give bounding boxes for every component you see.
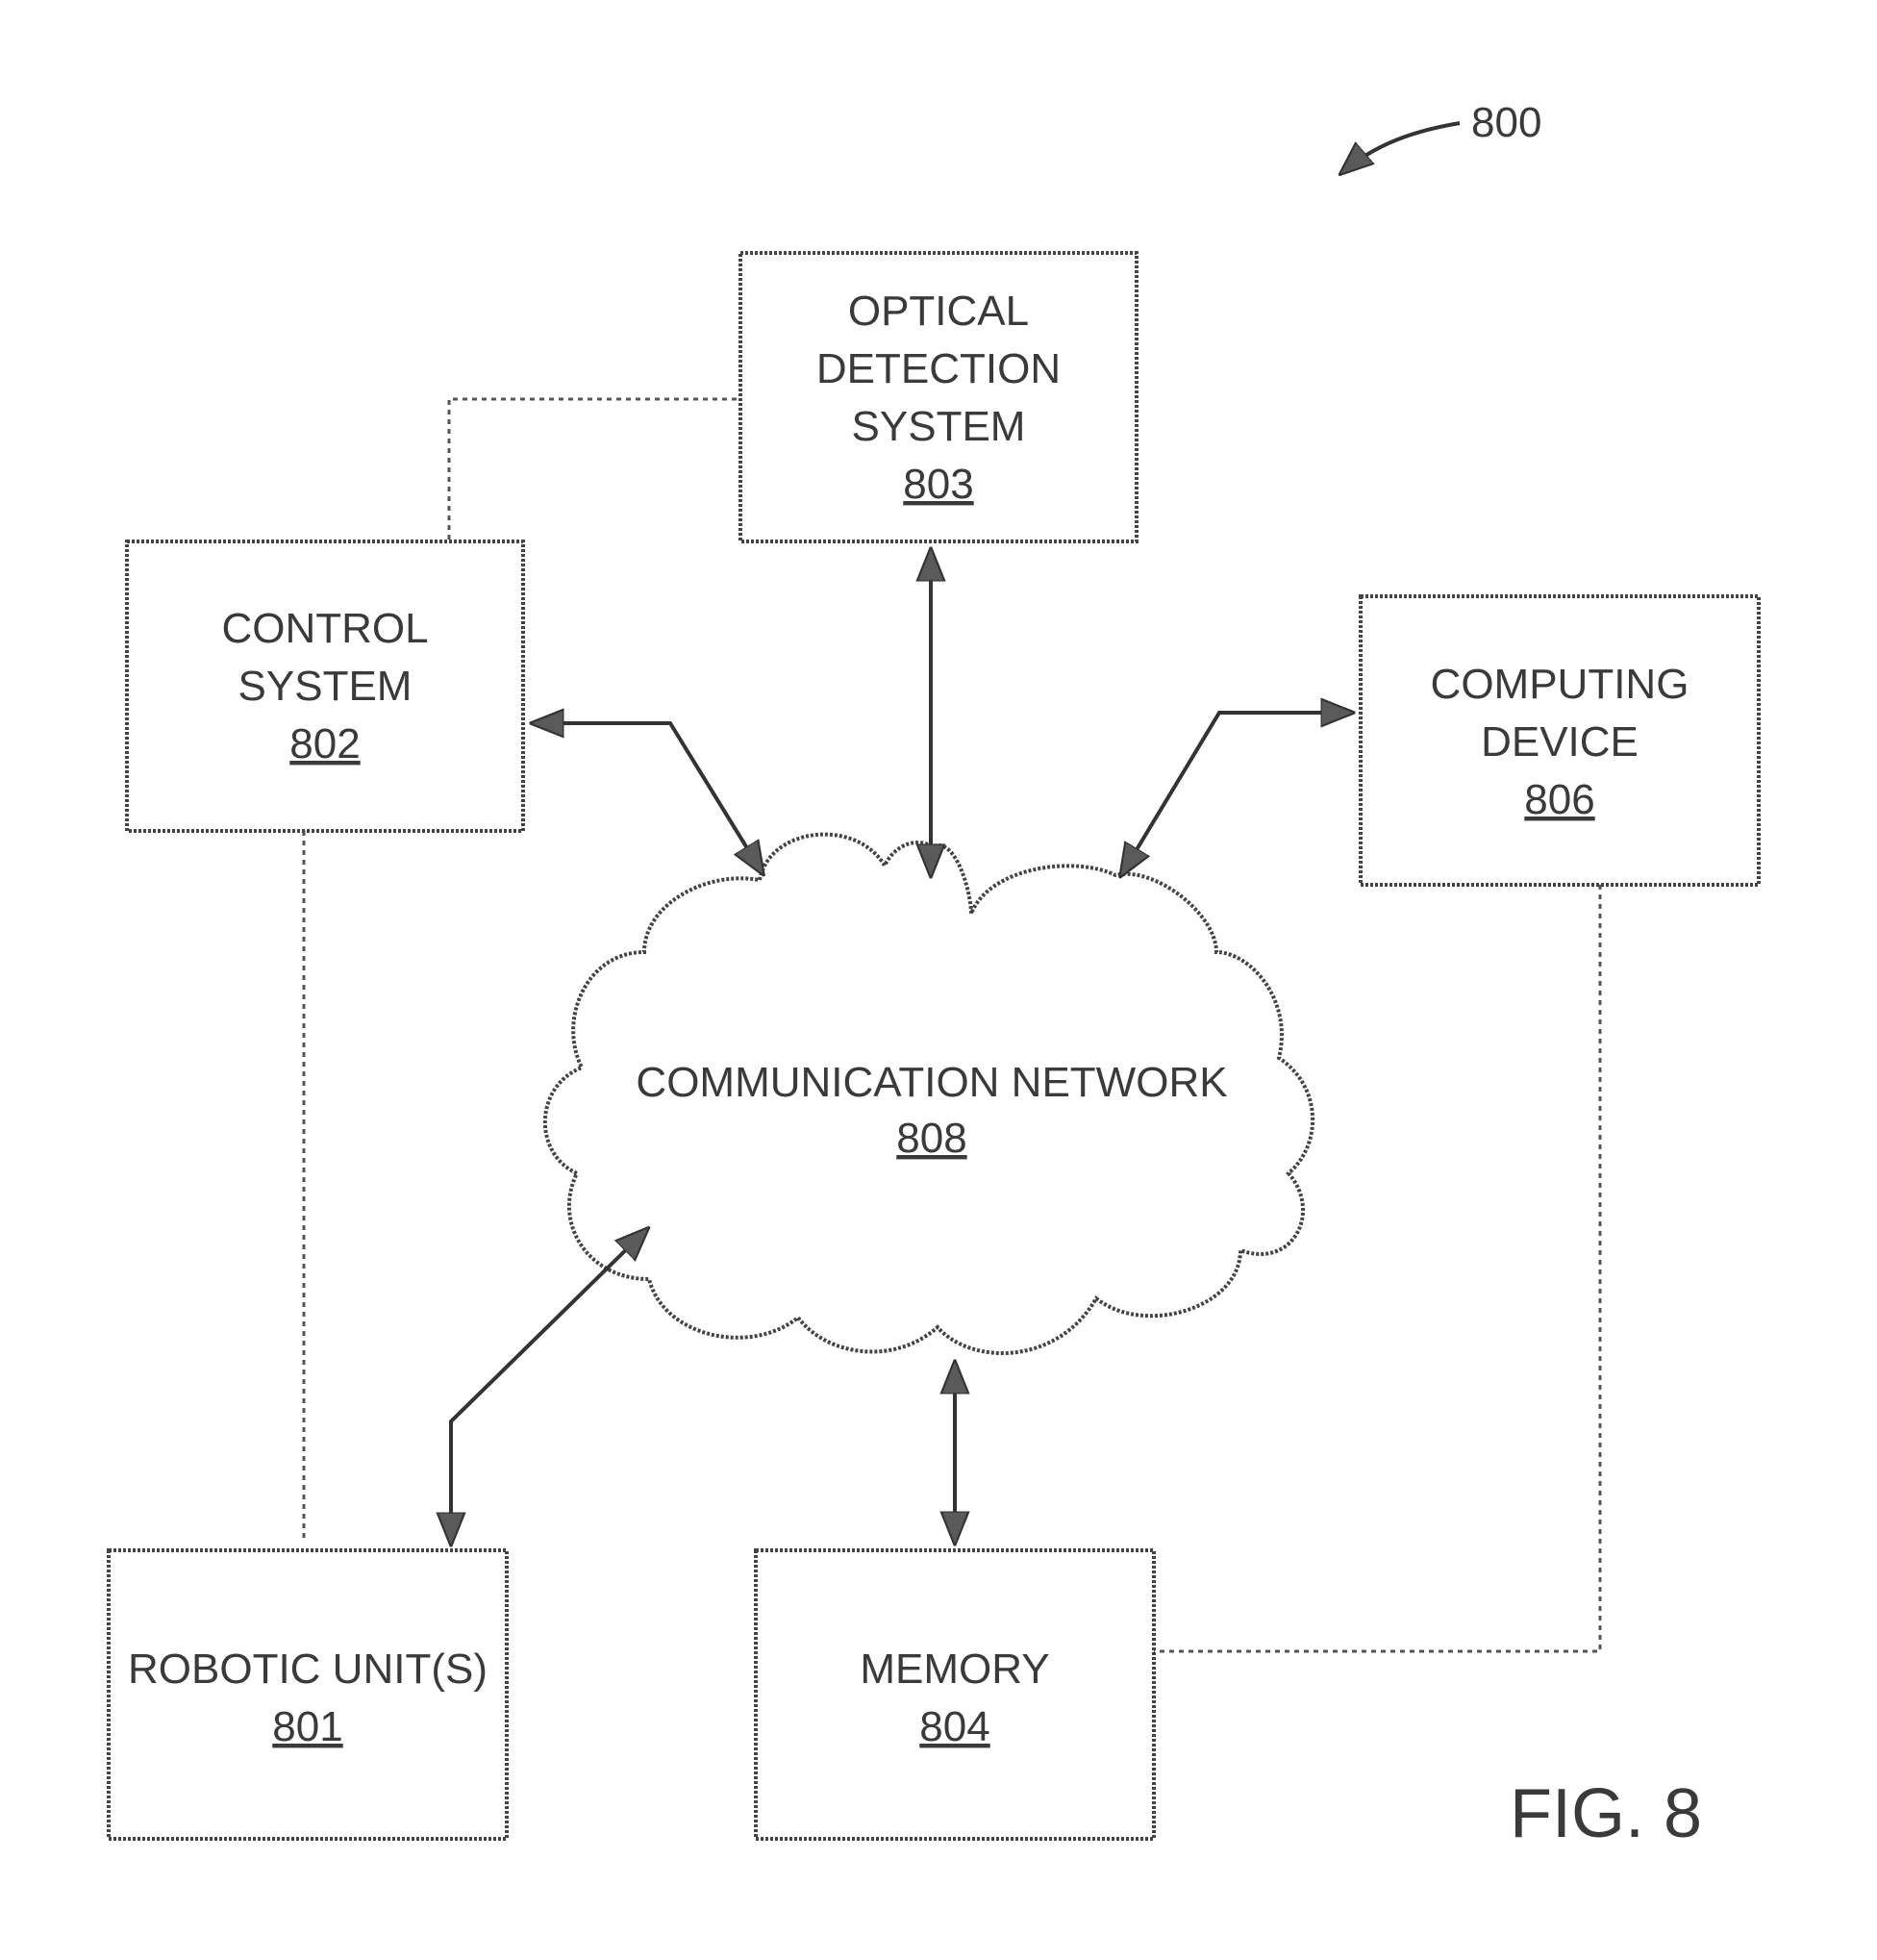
network-label: COMMUNICATION NETWORK [636,1059,1227,1106]
arrow-control-network [533,723,763,873]
control-label-line1: CONTROL [221,605,428,652]
arrow-computing-network [1121,713,1352,875]
optical-ref: 803 [903,461,973,508]
optical-label-line1: OPTICAL [848,288,1029,335]
computing-label-line2: DEVICE [1481,718,1639,766]
control-system-box [125,540,525,833]
figure-caption: FIG. 8 [1510,1775,1702,1852]
memory-ref: 804 [919,1703,989,1750]
robotic-label: ROBOTIC UNIT(S) [128,1646,488,1693]
memory-box [754,1548,1156,1841]
robotic-units-box [107,1548,509,1841]
control-label-line2: SYSTEM [238,663,413,710]
dashed-link-optical-control [447,397,737,541]
computing-ref: 806 [1524,776,1594,823]
figure-reference-number: 800 [1471,99,1541,146]
network-ref: 808 [896,1115,966,1162]
optical-label-line2: DETECTION [816,345,1061,392]
control-ref: 802 [289,720,360,767]
figure-reference-arrow [1341,121,1461,173]
optical-label-line3: SYSTEM [852,403,1026,450]
robotic-ref: 801 [272,1703,342,1750]
communication-network-cloud [542,832,1315,1355]
arrow-robotic-network [451,1229,647,1544]
optical-detection-box [738,251,1139,543]
computing-device-box [1359,594,1761,887]
memory-label: MEMORY [860,1646,1049,1693]
computing-label-line1: COMPUTING [1431,661,1689,708]
